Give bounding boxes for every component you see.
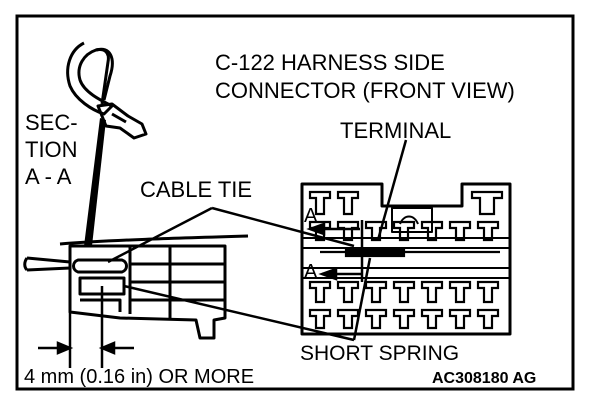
figure-border (15, 14, 575, 391)
title-line-2: CONNECTOR (FRONT VIEW) (215, 78, 515, 103)
figure-code: AC308180 AG (432, 370, 536, 387)
section-label-line-2: TION (25, 137, 78, 162)
section-label-line-1: SEC- (25, 110, 78, 135)
section-cut-arrows (306, 220, 364, 282)
title-line-1: C-122 HARNESS SIDE (215, 50, 445, 75)
dimension-label: 4 mm (0.16 in) OR MORE (24, 366, 254, 388)
dimension-lines (38, 286, 134, 368)
terminal-cavities (308, 190, 504, 330)
connector-front-view (300, 182, 512, 336)
section-pointer (84, 118, 106, 246)
section-mark-lower: A (304, 261, 318, 283)
terminal-label: TERMINAL (340, 118, 451, 143)
short-spring-label: SHORT SPRING (300, 342, 459, 365)
section-label-line-3: A - A (25, 164, 72, 189)
cable-tie-label: CABLE TIE (140, 177, 252, 202)
leader-lines (107, 139, 408, 342)
connector-side-section (23, 234, 249, 340)
section-mark-upper: A (304, 205, 318, 227)
cable-tie-illustration (66, 41, 148, 140)
